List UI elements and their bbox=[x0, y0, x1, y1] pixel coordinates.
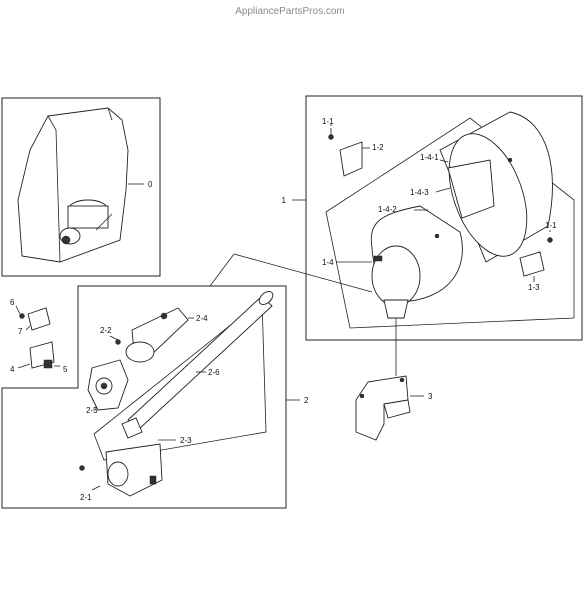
section-1-drum-box: 1 1-1 1-2 1-4-1 1-4-3 1-4-2 1-4 bbox=[282, 95, 583, 341]
callout-2: 2 bbox=[304, 396, 309, 405]
small-parts-group: 6 7 4 5 bbox=[10, 298, 68, 374]
callout-1-4-2: 1-4-2 bbox=[378, 205, 397, 214]
section-2-motor-box: 2 2-4 2-2 2-6 2-5 2-3 2-1 bbox=[1, 285, 309, 509]
callout-2-3: 2-3 bbox=[180, 436, 192, 445]
callout-1-3: 1-3 bbox=[528, 283, 540, 292]
callout-1-1-top: 1-1 bbox=[322, 117, 334, 126]
callout-4: 4 bbox=[10, 365, 15, 374]
callout-1-1-right: 1-1 bbox=[545, 221, 557, 230]
callout-7: 7 bbox=[18, 327, 23, 336]
callout-1-4-1: 1-4-1 bbox=[420, 153, 439, 162]
callout-1: 1 bbox=[282, 196, 287, 205]
callout-2-4: 2-4 bbox=[196, 314, 208, 323]
guide-line-corner bbox=[209, 253, 235, 287]
callout-3: 3 bbox=[428, 392, 433, 401]
part-3-bracket: 3 bbox=[355, 375, 433, 441]
callout-2-1: 2-1 bbox=[80, 493, 92, 502]
callout-6: 6 bbox=[10, 298, 15, 307]
callout-1-4: 1-4 bbox=[322, 258, 334, 267]
watermark-text: AppliancePartsPros.com bbox=[235, 6, 345, 17]
section-0-cabinet-box: 0 bbox=[1, 97, 161, 277]
callout-2-6: 2-6 bbox=[208, 368, 220, 377]
callout-1-4-3: 1-4-3 bbox=[410, 188, 429, 197]
callout-2-5: 2-5 bbox=[86, 406, 98, 415]
callout-1-2: 1-2 bbox=[372, 143, 384, 152]
callout-5: 5 bbox=[63, 365, 68, 374]
callout-2-2: 2-2 bbox=[100, 326, 112, 335]
callout-0: 0 bbox=[148, 180, 153, 189]
guide-line-upper bbox=[233, 253, 373, 293]
